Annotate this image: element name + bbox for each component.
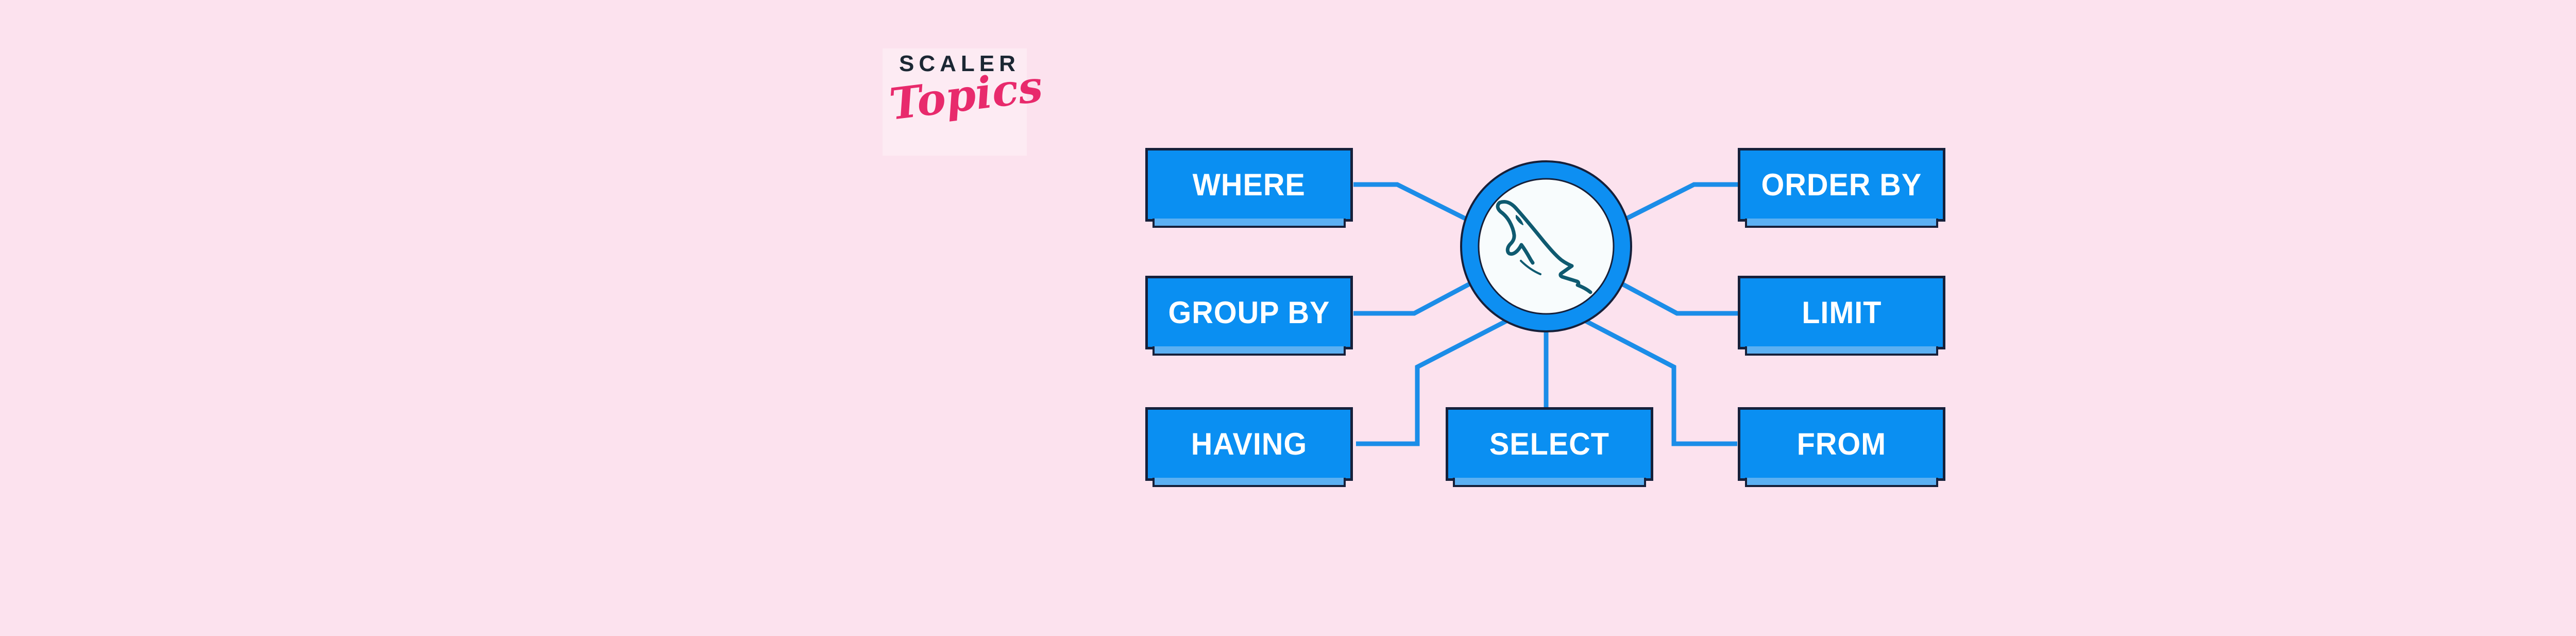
logo-scaler-text: SCALER bbox=[899, 51, 1020, 76]
node-where-shadow bbox=[1153, 219, 1346, 228]
node-limit-label: LIMIT bbox=[1801, 295, 1882, 330]
node-where-label: WHERE bbox=[1192, 168, 1306, 202]
node-order-by-shadow bbox=[1745, 219, 1938, 228]
node-group-by-label: GROUP BY bbox=[1168, 295, 1330, 330]
node-group-by: GROUP BY bbox=[1145, 276, 1353, 356]
node-from: FROM bbox=[1738, 407, 1945, 487]
node-order-by-label: ORDER BY bbox=[1761, 168, 1922, 202]
mysql-dolphin-icon bbox=[1496, 200, 1592, 294]
connector-having bbox=[1356, 306, 1533, 446]
node-from-label: FROM bbox=[1797, 427, 1887, 461]
node-select-label: SELECT bbox=[1489, 427, 1609, 461]
connector-from bbox=[1560, 306, 1737, 446]
node-having-shadow bbox=[1153, 478, 1346, 487]
node-order-by: ORDER BY bbox=[1738, 148, 1945, 228]
node-having: HAVING bbox=[1145, 407, 1353, 487]
node-limit-shadow bbox=[1745, 346, 1938, 356]
node-where: WHERE bbox=[1145, 148, 1353, 228]
logo-background-panel bbox=[883, 48, 1027, 156]
node-limit: LIMIT bbox=[1738, 276, 1945, 356]
node-select: SELECT bbox=[1446, 407, 1653, 487]
node-from-shadow bbox=[1745, 478, 1938, 487]
node-group-by-shadow bbox=[1153, 346, 1346, 356]
node-select-shadow bbox=[1453, 478, 1646, 487]
node-having-label: HAVING bbox=[1191, 427, 1308, 461]
